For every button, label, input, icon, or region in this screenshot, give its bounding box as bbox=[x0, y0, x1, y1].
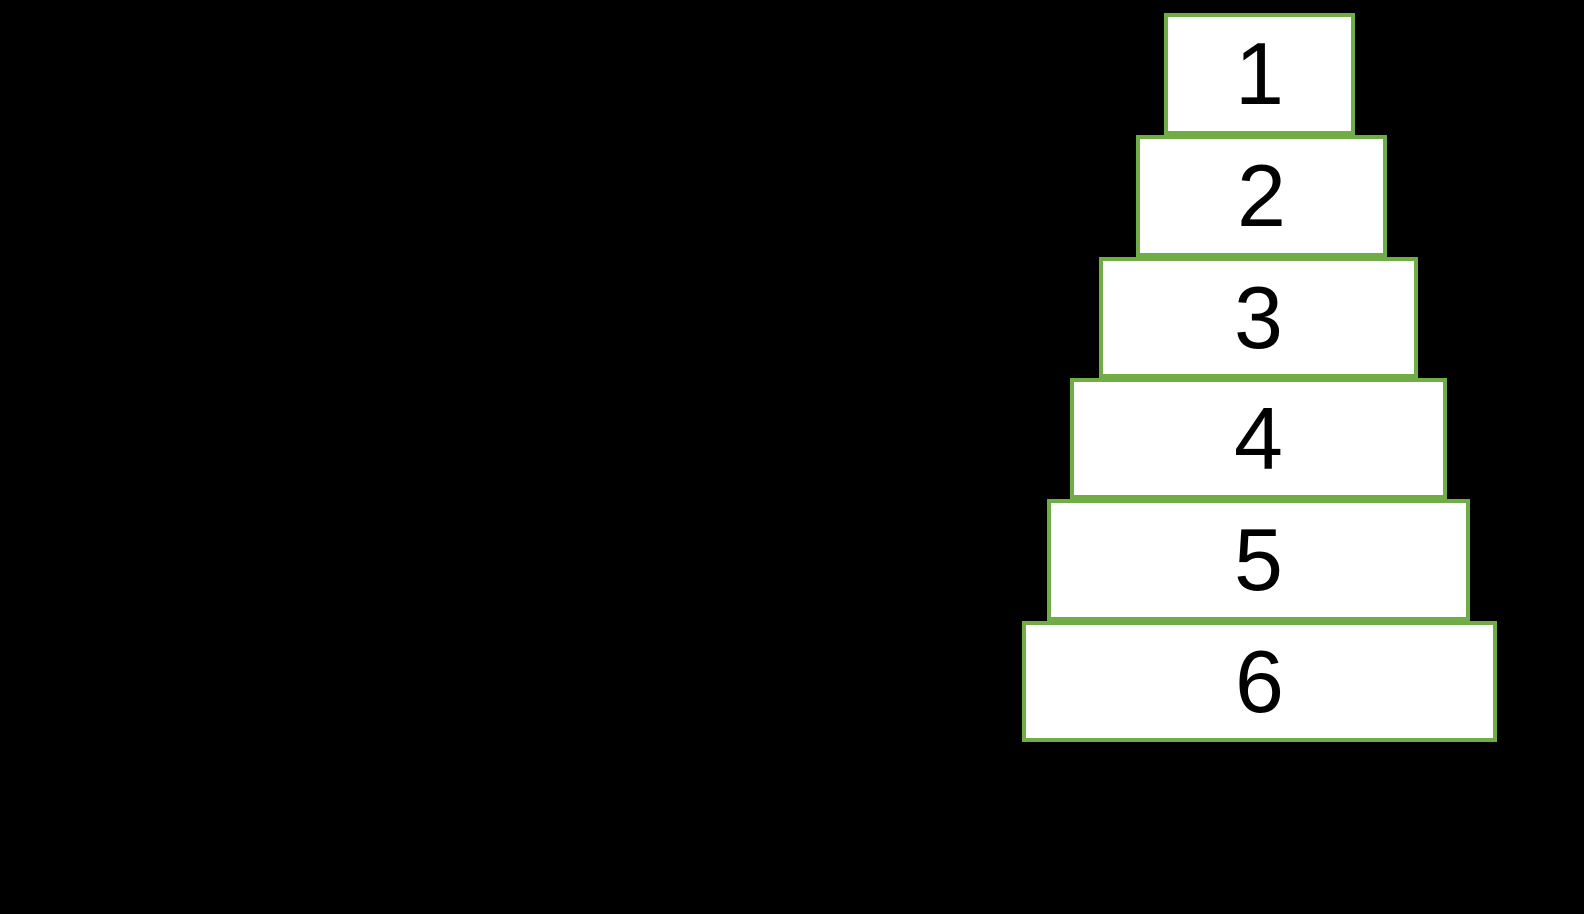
pyramid-level-5-label: 5 bbox=[1234, 510, 1283, 609]
pyramid-level-1: 1 bbox=[1164, 13, 1355, 135]
pyramid-level-6-label: 6 bbox=[1235, 631, 1284, 731]
pyramid-level-1-label: 1 bbox=[1235, 24, 1284, 123]
pyramid-level-3-label: 3 bbox=[1234, 267, 1283, 367]
pyramid-level-6: 6 bbox=[1022, 621, 1497, 742]
pyramid-level-4: 4 bbox=[1070, 378, 1447, 499]
pyramid-level-2: 2 bbox=[1136, 135, 1387, 257]
pyramid-level-2-label: 2 bbox=[1237, 146, 1286, 245]
pyramid-level-5: 5 bbox=[1047, 499, 1470, 621]
pyramid-level-4-label: 4 bbox=[1234, 388, 1283, 488]
pyramid-level-3: 3 bbox=[1099, 257, 1418, 378]
